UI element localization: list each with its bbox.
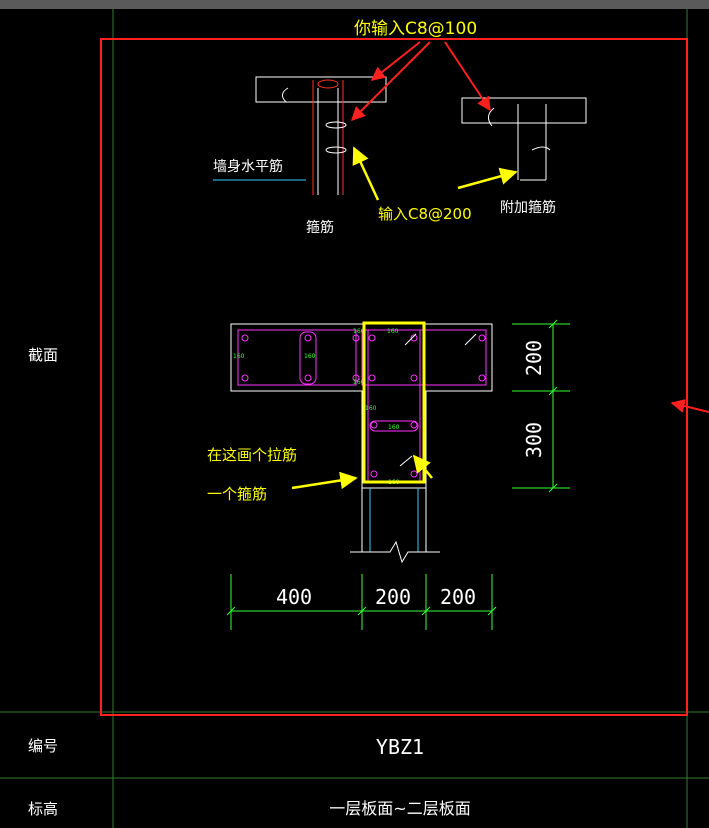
label-stirrup: 箍筋 — [306, 219, 334, 236]
row-label-number: 编号 — [28, 737, 58, 755]
red-note-arrows — [351, 41, 491, 121]
label-wall-horizontal-bar: 墙身水平筋 — [213, 158, 283, 175]
stirrup-detail — [213, 76, 387, 195]
note-input-c8-200: 输入C8@200 — [378, 205, 472, 223]
dim-300-vertical: 300 — [522, 422, 546, 458]
component-code: YBZ1 — [376, 735, 424, 759]
dim-200-vertical: 200 — [522, 340, 546, 376]
top-bar — [0, 0, 709, 9]
elevation-value: 一层板面~二层板面 — [329, 799, 470, 818]
svg-text:160: 160 — [365, 405, 377, 412]
note-one-hoop: 一个箍筋 — [207, 485, 267, 503]
dimension-bottom — [226, 574, 497, 630]
web-highlight — [362, 321, 426, 484]
svg-text:160: 160 — [304, 353, 316, 360]
yellow-note-arrows-top — [352, 146, 518, 201]
selection-frame — [100, 38, 688, 716]
note-input-c8-100: 你输入C8@100 — [354, 19, 477, 39]
row-label-section: 截面 — [28, 346, 58, 364]
svg-text:160: 160 — [387, 328, 399, 335]
dim-200-left: 200 — [375, 585, 411, 609]
dim-400: 400 — [276, 585, 312, 609]
dim-200-right: 200 — [440, 585, 476, 609]
svg-text:160: 160 — [353, 379, 365, 386]
table-grid — [0, 9, 709, 828]
side-arrow — [670, 399, 709, 413]
svg-text:160: 160 — [233, 353, 245, 360]
additional-stirrup-detail — [461, 97, 587, 181]
yellow-note-arrows-section — [291, 454, 433, 490]
label-additional-stirrup: 附加箍筋 — [500, 199, 556, 216]
row-label-elevation: 标高 — [28, 800, 58, 818]
t-section — [230, 323, 493, 564]
dimension-right — [512, 319, 570, 493]
note-draw-tie: 在这画个拉筋 — [207, 446, 297, 464]
svg-text:160: 160 — [388, 424, 400, 431]
svg-text:160: 160 — [353, 328, 365, 335]
